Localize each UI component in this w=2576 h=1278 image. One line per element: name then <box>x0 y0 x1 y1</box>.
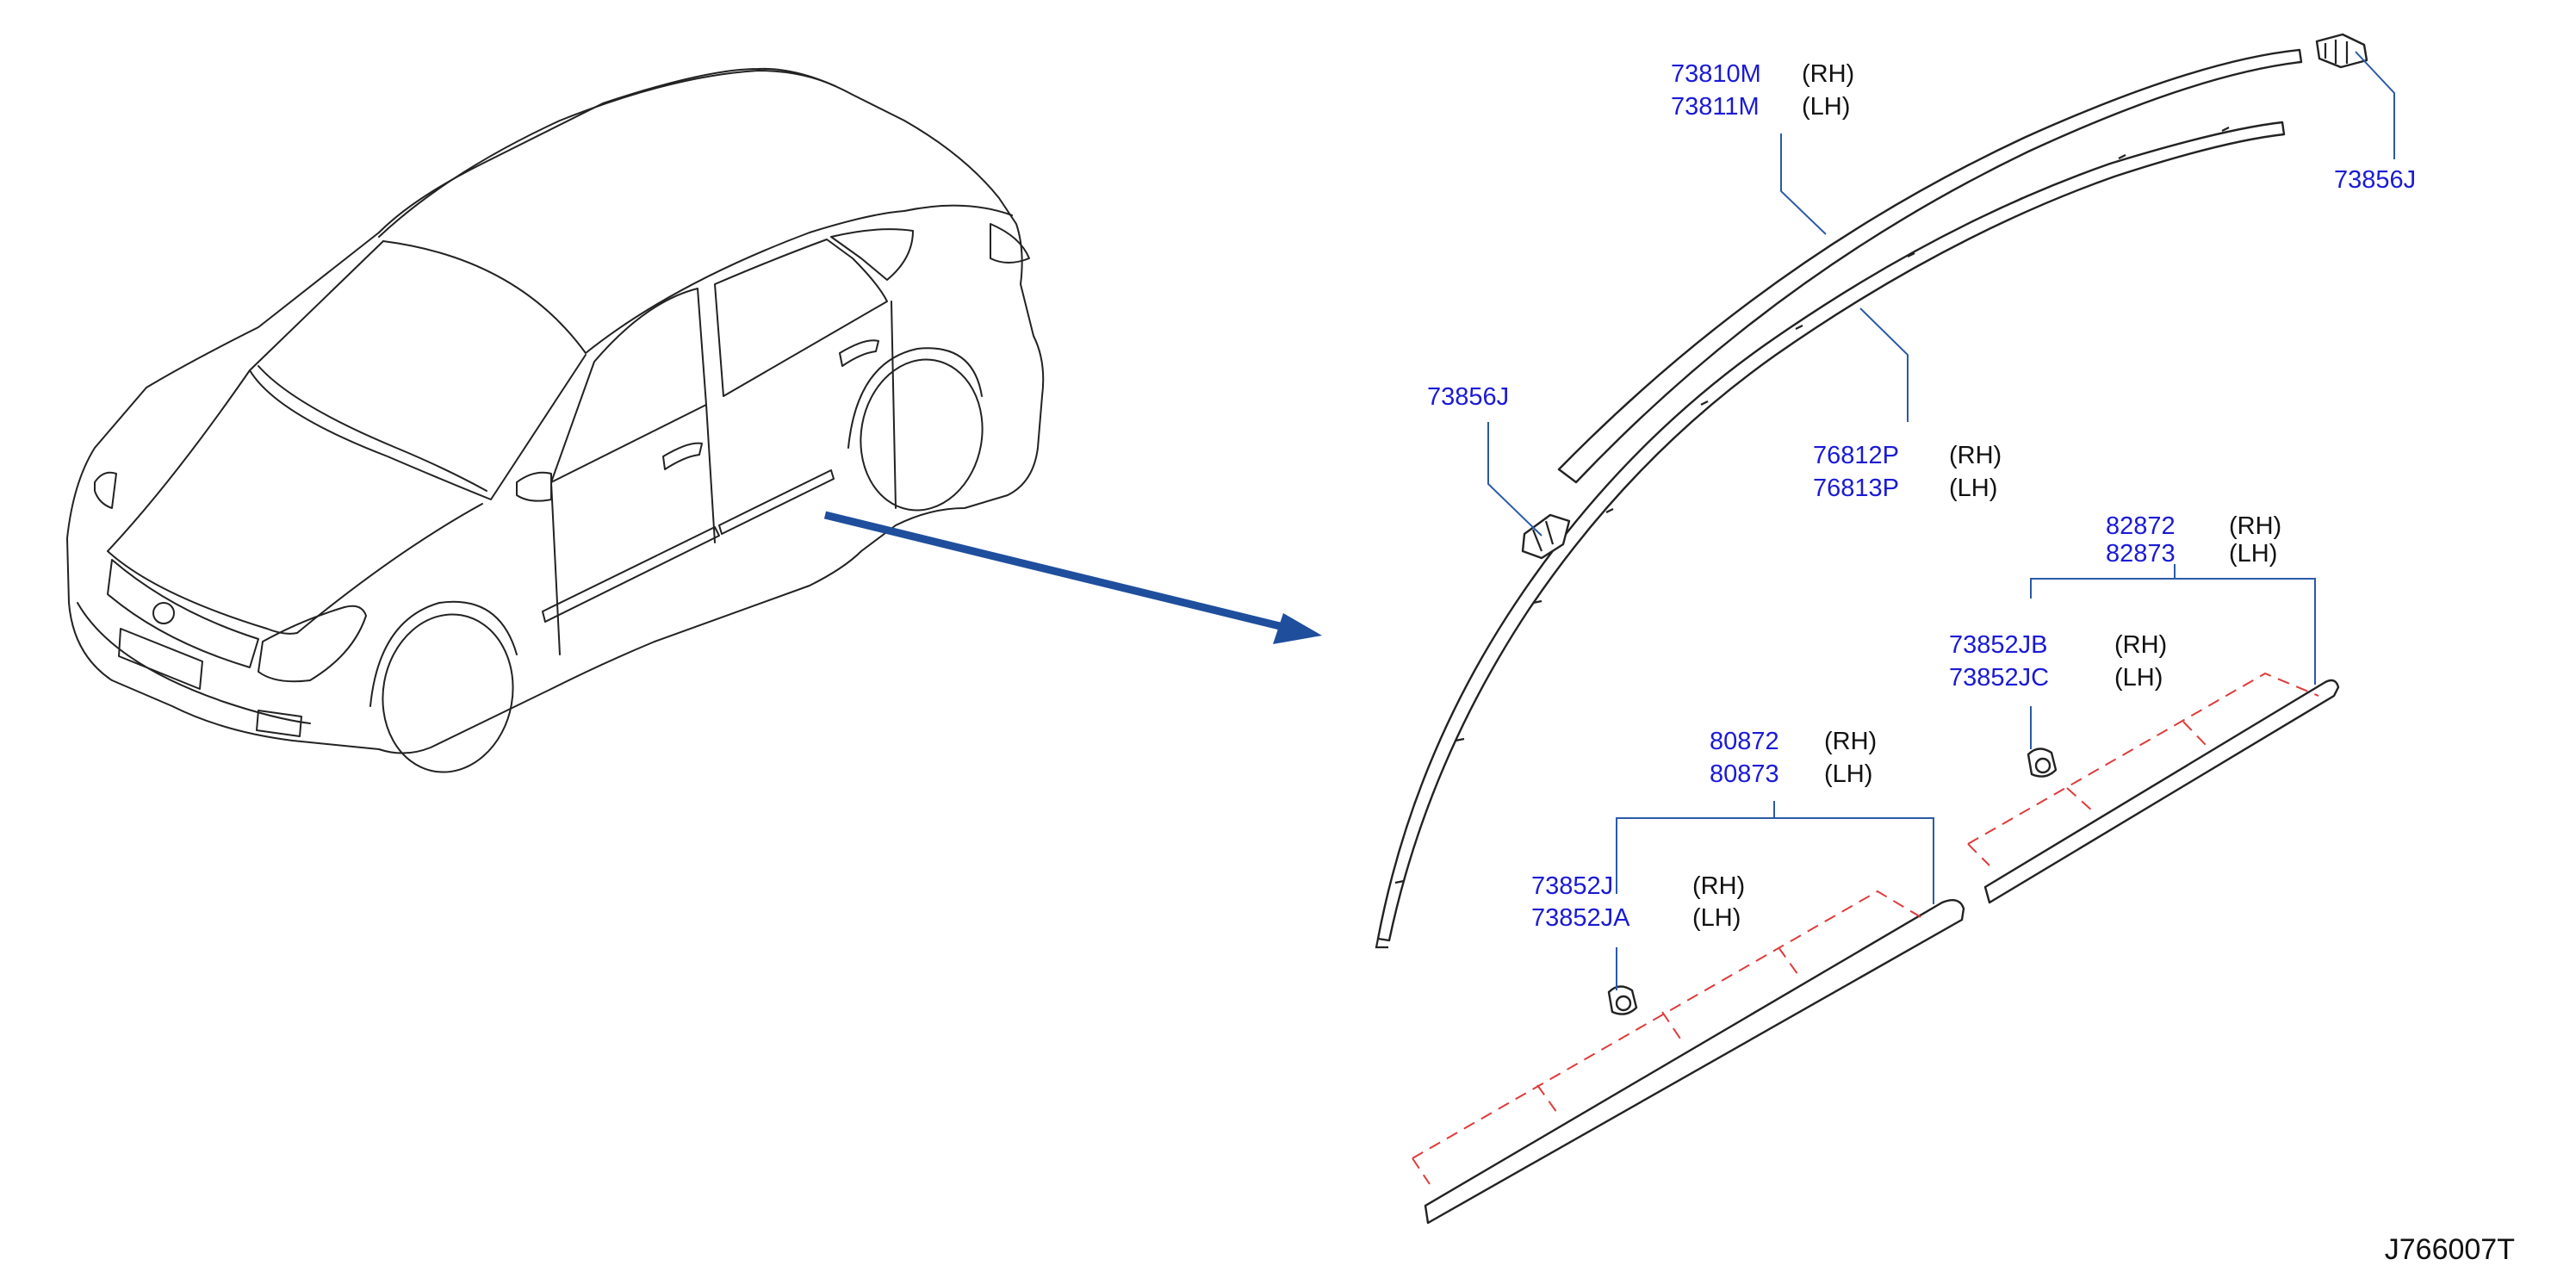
part-number: 73856J <box>1427 383 1509 411</box>
part-number: 76812P <box>1813 442 1899 469</box>
roof-clip-left-part <box>1521 513 1571 560</box>
part-number: 76813P <box>1813 475 1899 502</box>
callout-rear-clip: 73852JB (RH) 73852JC (LH) <box>1949 631 2167 692</box>
part-number: 73852JA <box>1531 904 1630 932</box>
callout-rear-door-molding: 82872 (RH) 82873 (LH) <box>2106 512 2281 568</box>
rear-clip-part <box>2027 748 2058 778</box>
callout-roof-molding: 73810M (RH) 73811M (LH) <box>1671 60 1854 121</box>
side-label: (RH) <box>2229 512 2281 540</box>
side-label: (RH) <box>1824 728 1877 755</box>
callout-clip-top: 73856J <box>2334 166 2416 194</box>
part-number: 73852JC <box>1949 664 2049 692</box>
side-label: (LH) <box>2229 540 2277 568</box>
part-number: 82873 <box>2106 540 2176 568</box>
part-number: 73852J <box>1531 872 1613 900</box>
callout-drip-seal: 76812P (RH) 76813P (LH) <box>1813 442 2002 502</box>
diagram-code: J766007T <box>2385 1233 2515 1266</box>
drip-seal-part <box>1375 121 2286 949</box>
direction-arrow <box>823 511 1322 644</box>
part-number: 73810M <box>1671 60 1761 88</box>
roof-clip-top-part <box>2315 33 2368 69</box>
part-number: 73811M <box>1671 93 1760 121</box>
front-clip-part <box>1607 985 1638 1015</box>
callout-front-door-molding: 80872 (RH) 80873 (LH) <box>1710 728 1877 788</box>
front-door-molding-part <box>1412 890 1965 1225</box>
car-illustration <box>66 67 1045 773</box>
side-label: (RH) <box>1949 442 2002 469</box>
side-label: (LH) <box>1824 760 1872 788</box>
part-number: 80873 <box>1710 760 1779 788</box>
side-label: (RH) <box>1802 60 1854 88</box>
roof-molding-part <box>1557 48 2303 484</box>
part-number: 82872 <box>2106 512 2176 540</box>
part-number: 73852JB <box>1949 631 2048 659</box>
side-label: (LH) <box>1802 93 1850 121</box>
side-label: (LH) <box>1692 904 1741 932</box>
callout-front-clip: 73852J (RH) 73852JA (LH) <box>1531 872 1745 932</box>
side-label: (RH) <box>1692 872 1745 900</box>
part-number: 80872 <box>1710 728 1779 755</box>
callout-clip-left: 73856J <box>1427 383 1509 411</box>
side-label: (LH) <box>1949 475 1997 502</box>
part-number: 73856J <box>2334 166 2416 194</box>
leader-lines <box>1487 51 2395 990</box>
rear-door-molding-part <box>1967 672 2340 904</box>
side-label: (RH) <box>2114 631 2167 659</box>
side-label: (LH) <box>2114 664 2163 692</box>
